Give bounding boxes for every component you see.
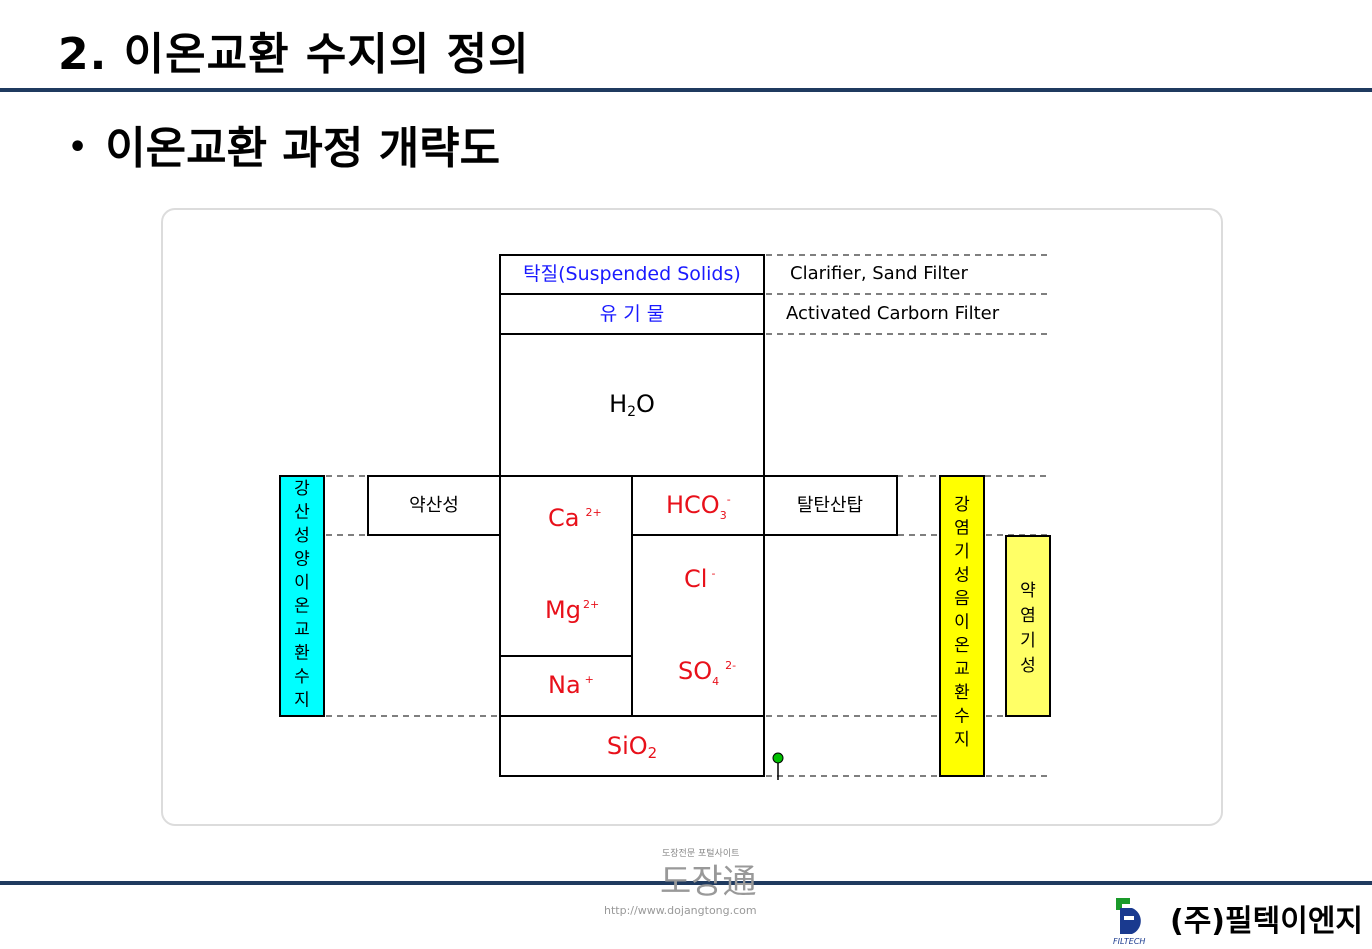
chloride-ion-label: Cl- (684, 565, 715, 593)
v-anion-char: 지 (954, 730, 970, 750)
company-name: (주)필텍이엔지 (1170, 904, 1364, 939)
strong-cation-resin-box (279, 475, 325, 717)
v-weak-char: 성 (1020, 656, 1036, 676)
v-cation-char: 환 (294, 644, 310, 664)
strong-anion-resin-box (939, 475, 985, 777)
watermark-logo: 도장通 (660, 862, 757, 902)
v-cation-char: 양 (294, 550, 310, 570)
top-divider (0, 88, 1372, 92)
v-anion-char: 염 (954, 519, 970, 539)
dashed-guides (326, 254, 1050, 777)
page-title: 2. 이온교환 수지의 정의 (58, 29, 530, 80)
diagram-panel (161, 208, 1223, 826)
carbon-filter-label: Activated Carborn Filter (786, 303, 1000, 324)
v-weak-char: 약 (1020, 581, 1036, 601)
suspended-solids-label: 탁질(Suspended Solids) (523, 263, 741, 285)
subtitle-text: 이온교환 과정 개략도 (105, 123, 501, 174)
sodium-ion-label: Na+ (548, 671, 594, 699)
main-column-boxes (367, 254, 898, 777)
logo-caption: FILTECH (1113, 937, 1146, 946)
v-anion-char: 수 (954, 707, 970, 727)
v-anion-char: 음 (954, 589, 970, 609)
bullet-icon: • (68, 130, 88, 165)
v-anion-char: 이 (954, 613, 970, 633)
silica-label: SiO2 (607, 732, 657, 762)
v-anion-char: 교 (954, 660, 970, 680)
filtech-logo-icon (1116, 898, 1141, 934)
v-cation-char: 교 (294, 620, 310, 640)
v-anion-char: 성 (954, 566, 970, 586)
v-cation-char: 이 (294, 573, 310, 593)
v-cation-char: 지 (294, 691, 310, 711)
v-weak-char: 기 (1020, 631, 1036, 651)
v-anion-char: 환 (954, 683, 970, 703)
v-cation-char: 온 (294, 597, 310, 617)
weak-base-box (1005, 535, 1051, 717)
v-cation-char: 산 (294, 503, 310, 523)
bottom-divider (0, 881, 1372, 885)
organic-matter-label: 유 기 물 (600, 303, 665, 325)
weak-acid-label: 약산성 (409, 495, 459, 516)
bicarbonate-ion-label: HCO3- (666, 491, 731, 522)
water-label: H2O (609, 390, 655, 420)
v-anion-char: 강 (954, 495, 970, 515)
v-weak-char: 염 (1020, 606, 1036, 626)
degasser-label: 탈탄산탑 (797, 495, 863, 516)
v-cation-char: 성 (294, 526, 310, 546)
watermark-tagline: 도장전문 포털사이트 (662, 849, 740, 859)
sulfate-ion-label: SO42- (678, 657, 736, 688)
v-cation-char: 수 (294, 667, 310, 687)
section-subtitle: • 이온교환 과정 개략도 (68, 112, 500, 176)
v-anion-char: 온 (954, 636, 970, 656)
v-cation-char: 강 (294, 479, 310, 499)
green-marker-icon (772, 752, 784, 764)
clarifier-label: Clarifier, Sand Filter (790, 263, 968, 284)
v-anion-char: 기 (954, 542, 970, 562)
watermark-url: http://www.dojangtong.com (604, 904, 757, 917)
